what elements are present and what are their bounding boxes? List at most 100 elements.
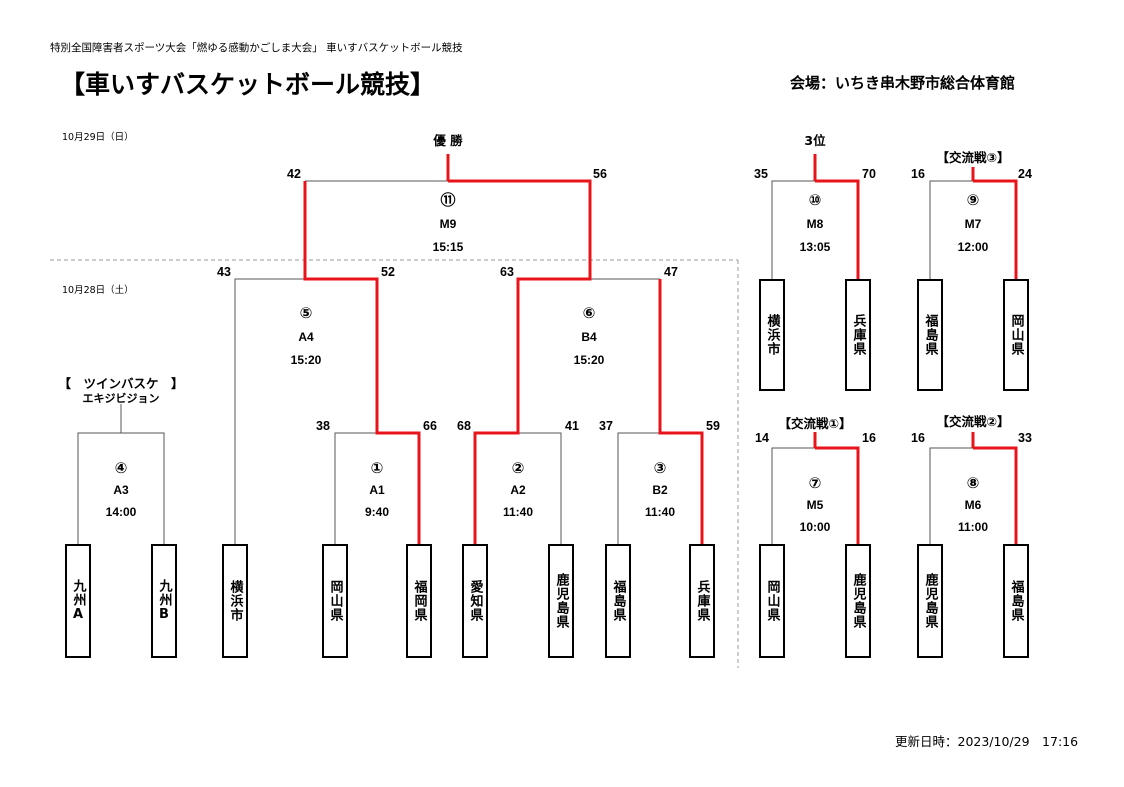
exchange-3-label: 【交流戦③】 <box>936 150 1009 165</box>
team-box-kyushu-a: 九州A <box>65 544 91 658</box>
match-m4-time: 14:00 <box>106 505 137 519</box>
match-m5-code: A4 <box>298 330 314 344</box>
team-box-r-fukushima: 福島県 <box>917 279 943 391</box>
score-m1-right: 66 <box>423 419 437 433</box>
score-m6-left: 63 <box>500 265 514 279</box>
team-name: 横浜市 <box>764 314 780 356</box>
team-box-fukuoka: 福岡県 <box>406 544 432 658</box>
match-m11-number: ⑪ <box>440 191 455 209</box>
score-m11-right: 56 <box>593 167 607 181</box>
score-m2-left: 68 <box>457 419 471 433</box>
third-place-label: 3位 <box>804 133 826 148</box>
match-m9-number: ⑨ <box>967 191 980 209</box>
score-m1-left: 38 <box>316 419 330 433</box>
team-name: 福島県 <box>922 314 938 356</box>
score-m3-left: 37 <box>599 419 613 433</box>
match-m5-time: 15:20 <box>291 353 322 367</box>
score-m10-left: 35 <box>754 167 768 181</box>
exhibition-label: エキジビジョン <box>83 391 160 405</box>
match-m7-code: M5 <box>807 498 824 512</box>
match-m8-code: M6 <box>965 498 982 512</box>
team-box-hyogo: 兵庫県 <box>689 544 715 658</box>
score-m5-left: 43 <box>217 265 231 279</box>
team-box-kagoshima: 鹿児島県 <box>548 544 574 658</box>
exchange-2-label: 【交流戦②】 <box>936 414 1009 429</box>
date-day2: 10月29日（日） <box>62 132 134 143</box>
match-m2-code: A2 <box>510 483 526 497</box>
team-name: 福島県 <box>610 580 626 622</box>
team-box-fukushima: 福島県 <box>605 544 631 658</box>
match-m2-time: 11:40 <box>503 505 533 519</box>
team-box-r-yokohama: 横浜市 <box>759 279 785 391</box>
team-box-r-kagoshima-2: 鹿児島県 <box>917 544 943 658</box>
venue-label: 会場：いちき串木野市総合体育館 <box>790 74 1016 92</box>
team-box-r-okayama-2: 岡山県 <box>759 544 785 658</box>
team-name: 岡山県 <box>1008 314 1024 356</box>
team-box-r-hyogo: 兵庫県 <box>845 279 871 391</box>
match-m1-time: 9:40 <box>365 505 389 519</box>
team-name: 鹿児島県 <box>922 573 938 629</box>
match-m7-time: 10:00 <box>800 520 831 534</box>
team-name: 九州A <box>70 579 86 623</box>
final-label: 優 勝 <box>432 133 463 148</box>
match-m1-code: A1 <box>369 483 385 497</box>
score-m5-right: 52 <box>381 265 395 279</box>
score-m3-right: 59 <box>706 419 720 433</box>
match-m3-code: B2 <box>652 483 668 497</box>
team-name: 鹿児島県 <box>553 573 569 629</box>
match-m10-time: 13:05 <box>800 240 831 254</box>
team-name: 九州B <box>156 579 172 623</box>
team-box-yokohama: 横浜市 <box>222 544 248 658</box>
updated-timestamp: 更新日時：2023/10/29 17:16 <box>895 734 1079 749</box>
match-m4-code: A3 <box>113 483 129 497</box>
match-m9-time: 12:00 <box>958 240 989 254</box>
score-m7-left: 14 <box>755 431 769 445</box>
day-divider <box>50 259 739 668</box>
match-m4-number: ④ <box>115 459 128 477</box>
score-m10-right: 70 <box>862 167 876 181</box>
team-name: 岡山県 <box>764 580 780 622</box>
match-m6-time: 15:20 <box>574 353 605 367</box>
team-name: 兵庫県 <box>850 314 866 356</box>
match-m1-number: ① <box>371 459 384 477</box>
match-m8-number: ⑧ <box>967 474 980 492</box>
team-name: 岡山県 <box>327 580 343 622</box>
team-box-r-fukushima-2: 福島県 <box>1003 544 1029 658</box>
match-m8-time: 11:00 <box>958 520 988 534</box>
score-m8-left: 16 <box>911 431 925 445</box>
team-name: 福岡県 <box>411 580 427 622</box>
team-box-r-kagoshima: 鹿児島県 <box>845 544 871 658</box>
page-title: 【車いすバスケットボール競技】 <box>60 70 436 99</box>
match-m11-code: M9 <box>440 217 457 231</box>
match-m3-number: ③ <box>654 459 667 477</box>
score-m11-left: 42 <box>287 167 301 181</box>
match-m10-number: ⑩ <box>809 191 822 209</box>
team-name: 鹿児島県 <box>850 573 866 629</box>
match-m3-time: 11:40 <box>645 505 675 519</box>
team-name: 横浜市 <box>227 580 243 622</box>
scores: 42 56 43 52 63 47 38 66 68 41 37 59 35 7… <box>217 167 1032 445</box>
score-m6-right: 47 <box>664 265 678 279</box>
score-m8-right: 33 <box>1018 431 1032 445</box>
match-m5-number: ⑤ <box>300 304 313 322</box>
team-box-r-okayama: 岡山県 <box>1003 279 1029 391</box>
match-m2-number: ② <box>512 459 525 477</box>
match-m9-code: M7 <box>965 217 982 231</box>
team-box-kyushu-b: 九州B <box>151 544 177 658</box>
score-m9-right: 24 <box>1018 167 1032 181</box>
team-name: 愛知県 <box>467 580 483 622</box>
date-day1: 10月28日（土） <box>62 285 134 296</box>
exchange-1-label: 【交流戦①】 <box>778 416 851 431</box>
score-m7-right: 16 <box>862 431 876 445</box>
team-name: 兵庫県 <box>694 580 710 622</box>
team-box-okayama: 岡山県 <box>322 544 348 658</box>
team-box-aichi: 愛知県 <box>462 544 488 658</box>
team-name: 福島県 <box>1008 580 1024 622</box>
twin-basket-label: 【 ツインバスケ 】 <box>58 376 183 391</box>
score-m2-right: 41 <box>565 419 579 433</box>
bracket-winner-paths <box>303 154 1018 545</box>
event-subtitle: 特別全国障害者スポーツ大会「燃ゆる感動かごしま大会」 車いすバスケットボール競技 <box>50 42 463 54</box>
match-m7-number: ⑦ <box>809 474 822 492</box>
match-info: ⑪ M9 15:15 ⑤ A4 15:20 ⑥ B4 15:20 ① A1 9:… <box>106 191 989 534</box>
